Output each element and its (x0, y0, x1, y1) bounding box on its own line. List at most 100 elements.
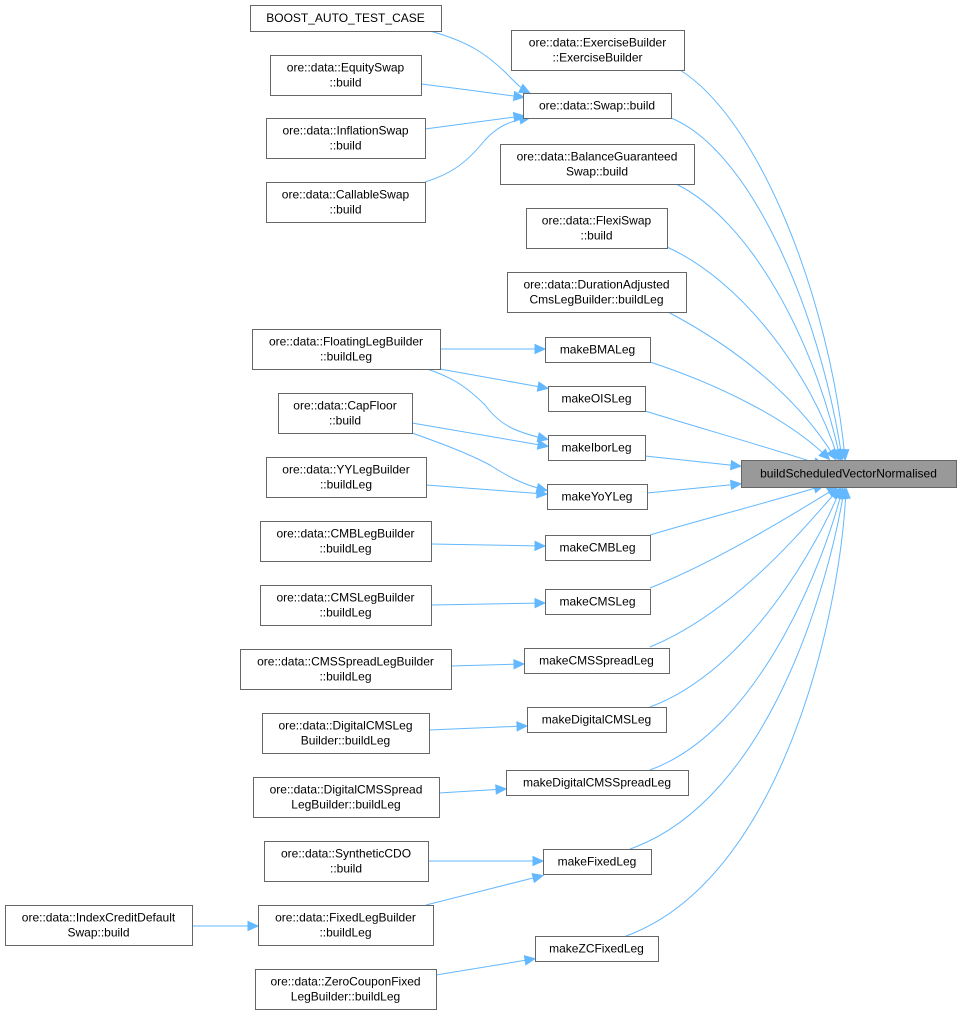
edge-capfloor-to-makeyoyleg (411, 432, 549, 494)
node-syntheticcdo[interactable]: ore::data::SyntheticCDO::build (264, 841, 429, 882)
node-makecmsleg[interactable]: makeCMSLeg (545, 589, 651, 615)
node-makedigitalcmsspreadleg[interactable]: makeDigitalCMSSpreadLeg (506, 770, 689, 796)
node-label: ore::data::DigitalCMSLeg (278, 719, 412, 733)
edge-line (411, 422, 547, 447)
node-label: ::buildLeg (319, 926, 371, 940)
edge-makecmsleg-to-target (649, 486, 839, 589)
node-label: ore::data::CallableSwap (282, 188, 410, 202)
edge-line (644, 455, 740, 467)
arrowhead-icon (818, 448, 831, 461)
node-floatinglegbuilder[interactable]: ore::data::FloatingLegBuilder::buildLeg (252, 329, 441, 370)
node-makefixedleg[interactable]: makeFixedLeg (543, 849, 652, 875)
edge-line (430, 543, 544, 547)
node-box (266, 118, 426, 159)
node-label: ::build (329, 414, 361, 428)
node-box (548, 386, 646, 412)
edge-line (429, 30, 529, 93)
node-flexiswap[interactable]: ore::data::FlexiSwap::build (526, 208, 668, 249)
node-boost[interactable]: BOOST_AUTO_TEST_CASE (250, 5, 442, 32)
target-node[interactable]: buildScheduledVectorNormalised (741, 460, 957, 488)
edge-bgswap-to-target (675, 183, 844, 462)
node-yylegbuilder[interactable]: ore::data::YYLegBuilder::buildLeg (266, 457, 427, 498)
node-label: ore::data::InflationSwap (282, 124, 408, 138)
node-makeoisleg[interactable]: makeOISLeg (548, 386, 646, 412)
node-label: Swap::build (67, 926, 129, 940)
node-label: makeOISLeg (561, 392, 631, 406)
edge-digitalcmsspreadlegbuilder-to-makedigitalcmsspreadleg (438, 784, 508, 795)
arrowhead-icon (531, 872, 545, 884)
node-box (253, 777, 440, 818)
node-box (526, 208, 668, 249)
node-label: ::buildLeg (319, 542, 371, 556)
arrowhead-icon (516, 721, 529, 732)
edge-cmslegbuilder-to-makecmsleg (430, 597, 547, 609)
node-label: ore::data::CMSLegBuilder (276, 591, 414, 605)
node-swapbuild[interactable]: ore::data::Swap::build (523, 93, 672, 119)
node-box (270, 55, 422, 96)
node-label: Builder::buildLeg (301, 734, 390, 748)
node-makeiborleg[interactable]: makeIborLeg (548, 435, 646, 461)
node-box (500, 144, 695, 185)
edge-syntheticcdo-to-makefixedleg (428, 855, 545, 867)
node-label: CmsLegBuilder::buildLeg (529, 293, 663, 307)
edge-line (420, 83, 523, 98)
node-zcfixedlegbuilder[interactable]: ore::data::ZeroCouponFixedLegBuilder::bu… (255, 969, 437, 1010)
node-cmblegbuilder[interactable]: ore::data::CMBLegBuilder::buildLeg (260, 521, 432, 562)
node-makedigitalcmsleg[interactable]: makeDigitalCMSLeg (527, 707, 667, 733)
edge-line (430, 602, 544, 606)
node-makezcfixedleg[interactable]: makeZCFixedLeg (535, 936, 659, 962)
node-fixedlegbuilder[interactable]: ore::data::FixedLegBuilder::buildLeg (258, 905, 434, 946)
node-label: makeIborLeg (561, 441, 631, 455)
node-exercisebuilder[interactable]: ore::data::ExerciseBuilder::ExerciseBuil… (511, 30, 685, 71)
node-inflationswap[interactable]: ore::data::InflationSwap::build (266, 118, 426, 159)
edge-line (646, 483, 740, 494)
arrowhead-icon (534, 343, 547, 355)
node-durationadj[interactable]: ore::data::DurationAdjustedCmsLegBuilder… (507, 272, 687, 313)
node-box (260, 585, 432, 626)
edge-boost-to-swapbuild (429, 30, 531, 94)
node-label: buildScheduledVectorNormalised (760, 467, 937, 481)
node-label: ore::data::DurationAdjusted (523, 278, 669, 292)
edge-line (629, 489, 845, 850)
node-box (260, 521, 432, 562)
node-cmslegbuilder[interactable]: ore::data::CMSLegBuilder::buildLeg (260, 585, 432, 626)
node-box (5, 905, 193, 946)
edge-makeyoyleg-to-target (646, 479, 743, 494)
node-label: ore::data::CMSSpreadLegBuilder (257, 655, 434, 669)
node-label: makeFixedLeg (558, 855, 637, 869)
node-callableswap[interactable]: ore::data::CallableSwap::build (266, 182, 426, 223)
node-box (506, 770, 689, 796)
edge-line (666, 246, 839, 459)
edge-floatinglegbuilder-to-makeoisleg (439, 368, 550, 392)
edge-line (670, 117, 843, 459)
arrowhead-icon (536, 439, 550, 450)
node-label: BOOST_AUTO_TEST_CASE (266, 11, 425, 25)
node-capfloor[interactable]: ore::data::CapFloor::build (278, 393, 413, 434)
edge-zcfixedlegbuilder-to-makezcfixedleg (435, 955, 537, 976)
node-equityswap[interactable]: ore::data::EquitySwap::build (270, 55, 422, 96)
node-label: ::buildLeg (319, 606, 371, 620)
node-digitalcmsspreadlegbuilder[interactable]: ore::data::DigitalCMSSpreadLegBuilder::b… (253, 777, 440, 818)
node-label: ore::data::FlexiSwap (542, 214, 652, 228)
node-box (240, 649, 452, 690)
node-cmsspreadlegbuilder[interactable]: ore::data::CMSSpreadLegBuilder::buildLeg (240, 649, 452, 690)
edge-line (679, 69, 846, 459)
edge-line (649, 485, 823, 536)
edge-line (649, 487, 837, 589)
node-box (262, 713, 430, 754)
edge-line (439, 368, 547, 389)
node-makecmsspreadleg[interactable]: makeCMSSpreadLeg (524, 648, 670, 674)
node-box (266, 457, 427, 498)
node-box (264, 841, 429, 882)
node-box (543, 849, 652, 875)
node-makeyoyleg[interactable]: makeYoYLeg (547, 484, 648, 510)
node-makecmbleg[interactable]: makeCMBLeg (545, 535, 651, 561)
edge-line (428, 725, 526, 731)
node-box (545, 337, 651, 363)
node-makebmaleg[interactable]: makeBMALeg (545, 337, 651, 363)
node-digitalcmslegbuilder[interactable]: ore::data::DigitalCMSLegBuilder::buildLe… (262, 713, 430, 754)
node-label: LegBuilder::buildLeg (291, 798, 400, 812)
arrowhead-icon (730, 479, 743, 491)
